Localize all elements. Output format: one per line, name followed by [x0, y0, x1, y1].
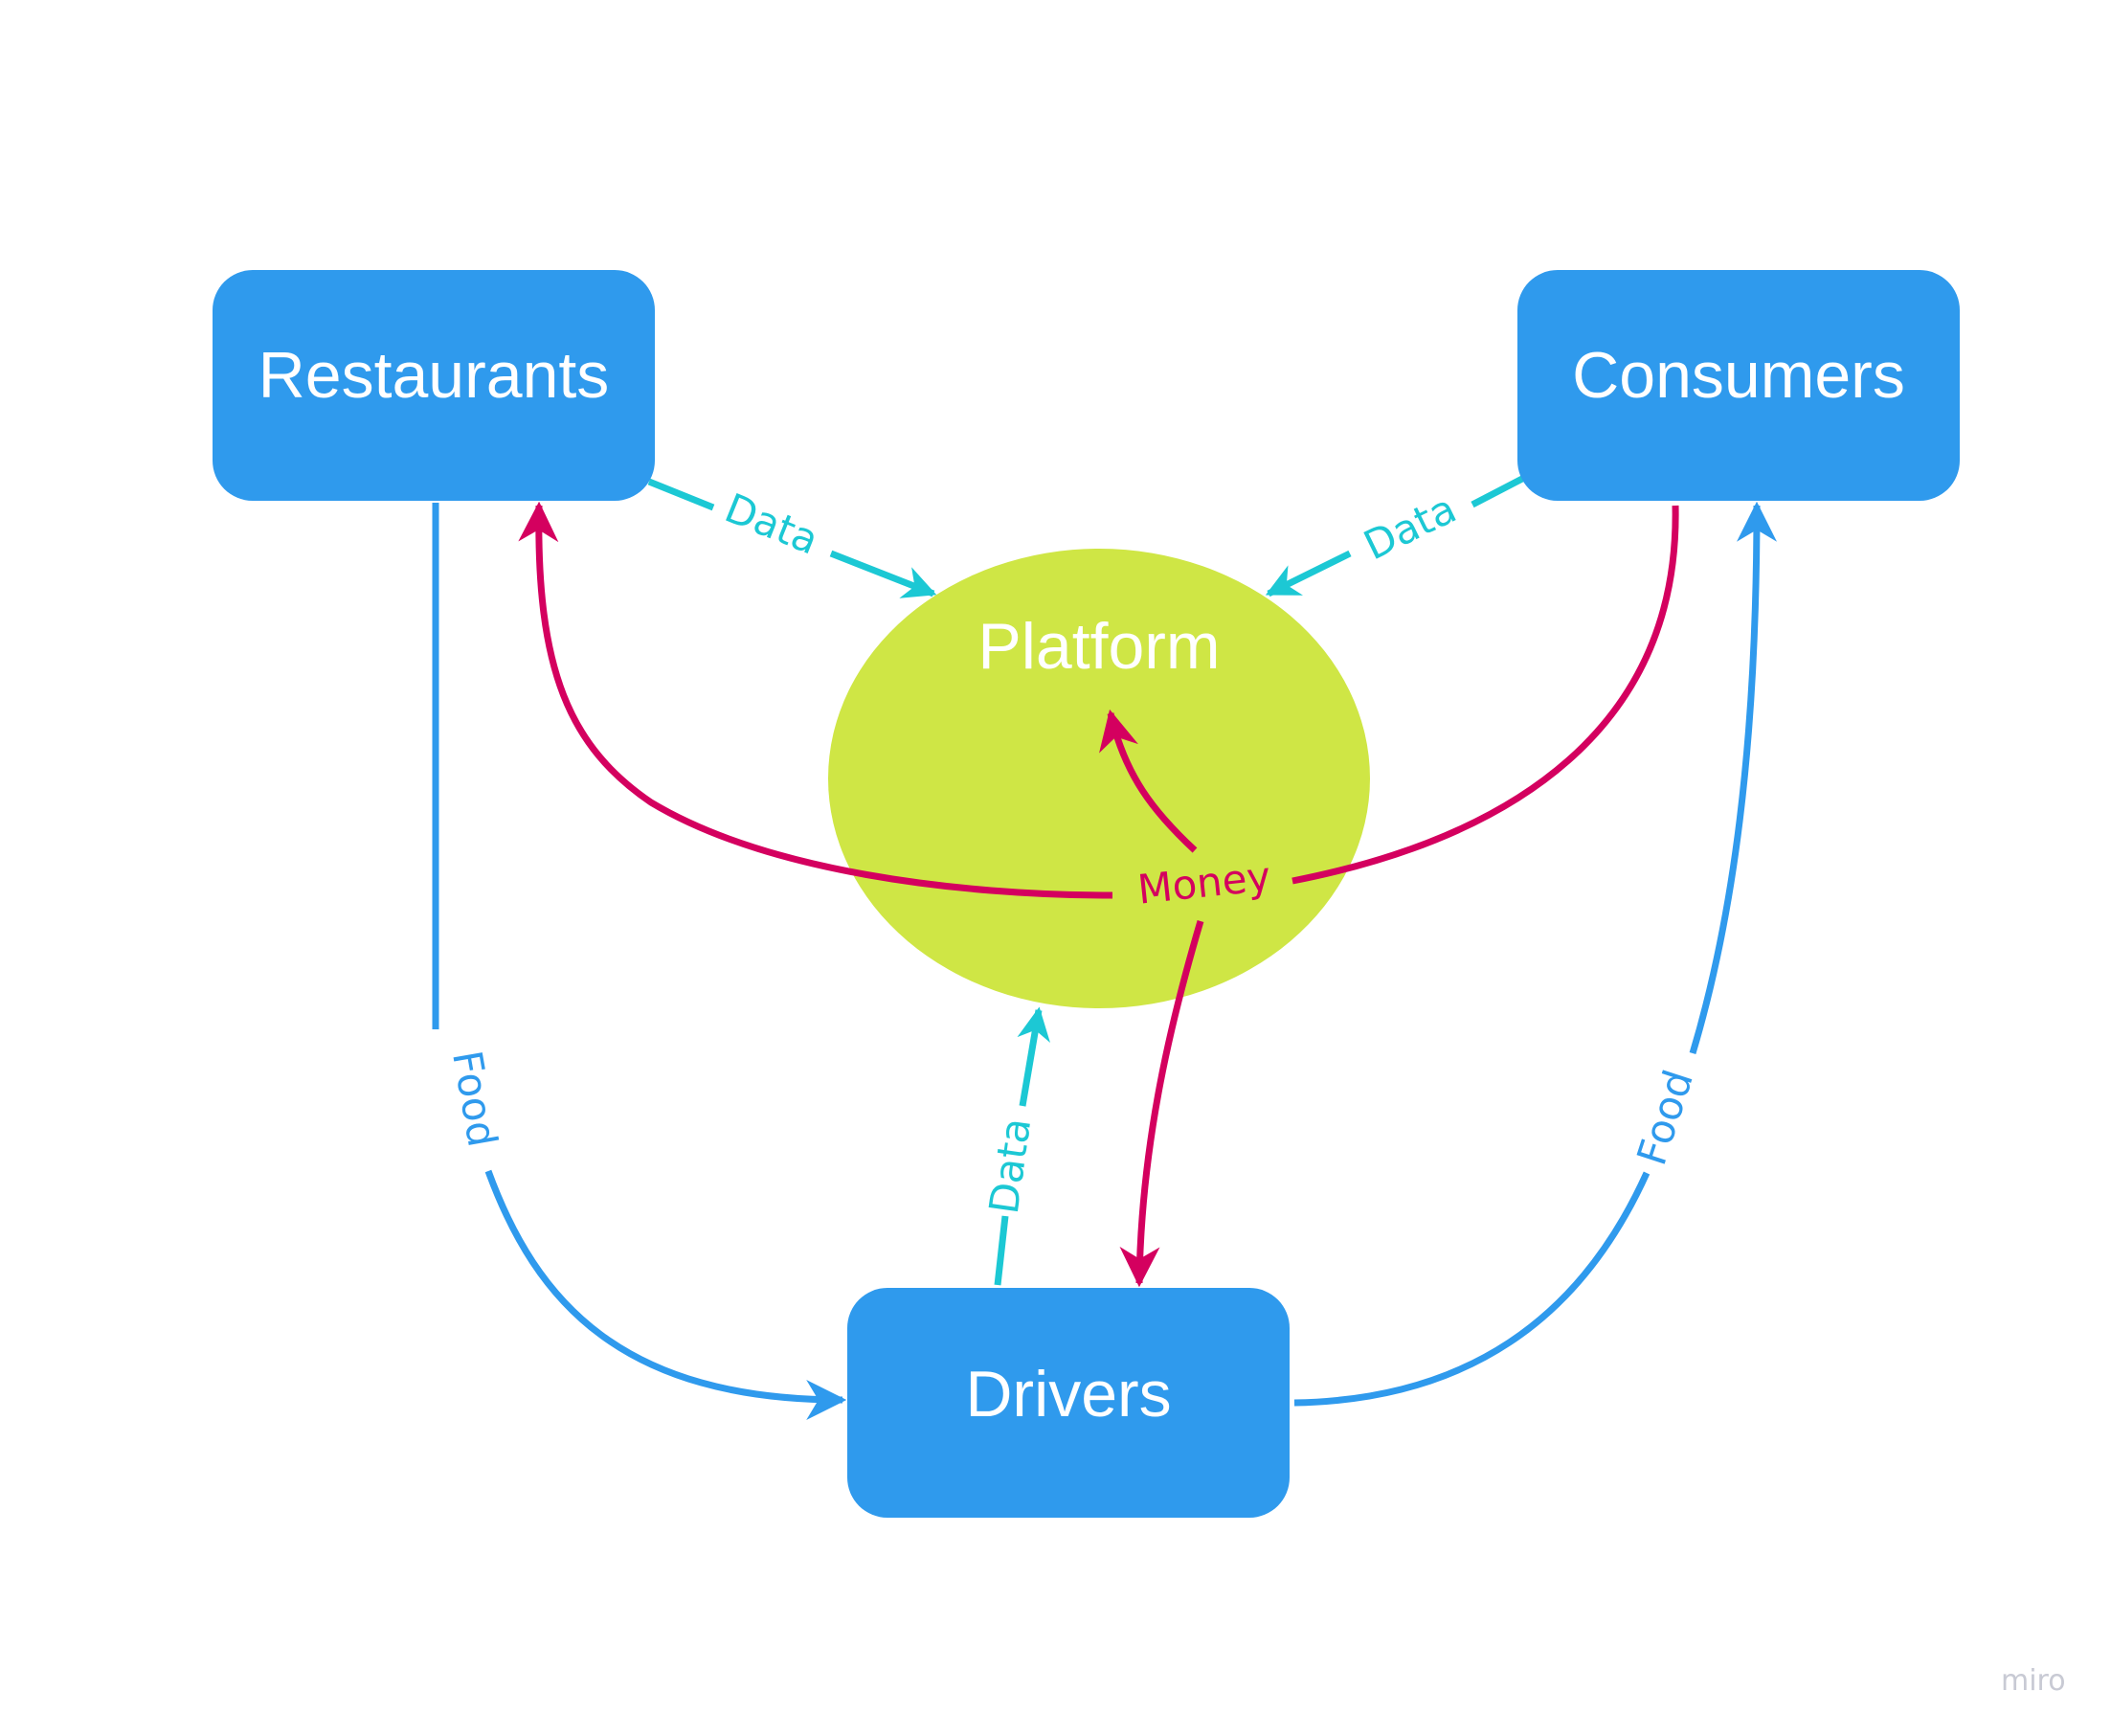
- consumers-node[interactable]: [1517, 270, 1960, 501]
- data-edge-consumers-to-platform[interactable]: [1265, 550, 1352, 597]
- money-edge-to-restaurants[interactable]: [518, 501, 1113, 899]
- consumers-label: Consumers: [1572, 339, 1905, 412]
- platform-label: Platform: [977, 610, 1220, 683]
- data-label-drivers: Data: [980, 1116, 1040, 1217]
- money-edge-from-consumers[interactable]: [1291, 505, 1679, 885]
- money-edge-to-platform[interactable]: [1099, 709, 1198, 853]
- money-edge-to-drivers[interactable]: [1119, 920, 1204, 1288]
- food-label-right: Food: [1628, 1065, 1702, 1171]
- restaurants-label: Restaurants: [258, 339, 610, 412]
- miro-watermark: miro: [2001, 1664, 2066, 1698]
- food-edge-restaurants-to-drivers[interactable]: [484, 1169, 847, 1420]
- data-edge-consumers-segment-1[interactable]: [1471, 475, 1524, 508]
- food-edge-drivers-segment-1[interactable]: [1293, 1171, 1651, 1407]
- platform-node[interactable]: [828, 549, 1370, 1008]
- data-edge-restaurants-to-platform[interactable]: [829, 550, 937, 598]
- data-label-restaurants: Data: [718, 485, 824, 564]
- data-edge-drivers-to-platform[interactable]: [1017, 1006, 1050, 1107]
- data-edge-drivers-segment-1[interactable]: [994, 1215, 1009, 1286]
- data-label-consumers: Data: [1357, 485, 1464, 569]
- food-label-left: Food: [443, 1048, 506, 1151]
- food-edge-drivers-to-consumers[interactable]: [1689, 501, 1777, 1055]
- data-edge-restaurants-segment-1[interactable]: [647, 478, 715, 511]
- drivers-label: Drivers: [965, 1358, 1171, 1431]
- drivers-node[interactable]: [847, 1288, 1290, 1518]
- restaurants-node[interactable]: [213, 270, 655, 501]
